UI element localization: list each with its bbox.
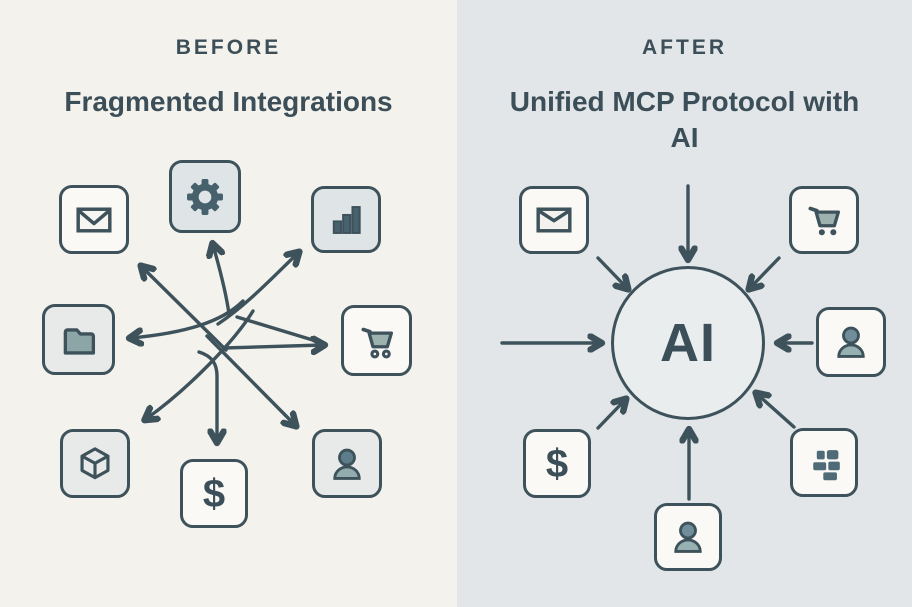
ai-label: AI xyxy=(660,313,716,373)
user-icon xyxy=(674,521,702,553)
shopping-cart-icon xyxy=(808,206,841,236)
email-source xyxy=(519,186,589,254)
product-integration xyxy=(60,429,130,498)
analytics-integration xyxy=(311,186,381,253)
dollar-icon: $ xyxy=(202,471,226,516)
shopping-cart-icon xyxy=(360,327,393,358)
before-title: Fragmented Integrations xyxy=(64,86,393,117)
before-header: BEFORE xyxy=(175,36,282,59)
user-source-right xyxy=(816,307,886,377)
envelope-icon xyxy=(536,207,572,233)
blocks-icon xyxy=(813,449,840,480)
ai-hub: AI xyxy=(611,266,765,420)
after-panel: AFTER Unified MCP Protocol with AI AI xyxy=(457,0,912,607)
after-title: Unified MCP Protocol with AI xyxy=(509,86,860,154)
shopping-source xyxy=(789,186,859,254)
before-panel: BEFORE Fragmented Integrations xyxy=(42,36,412,528)
folder-icon xyxy=(63,327,95,355)
gear-icon xyxy=(187,178,223,215)
user-icon xyxy=(333,448,361,480)
users-integration xyxy=(312,429,382,498)
email-integration xyxy=(59,185,129,254)
user-source-bottom xyxy=(654,503,722,571)
after-header: AFTER xyxy=(642,36,727,59)
files-integration xyxy=(42,304,115,375)
envelope-icon xyxy=(76,206,112,233)
payments-integration: $ xyxy=(180,459,248,528)
cube-icon xyxy=(80,446,110,479)
dollar-icon: $ xyxy=(545,441,569,486)
data-blocks-source xyxy=(790,428,858,497)
settings-integration xyxy=(169,160,241,233)
payments-source: $ xyxy=(523,429,591,498)
user-icon xyxy=(837,326,865,358)
shopping-integration xyxy=(341,305,412,376)
bar-chart-icon xyxy=(332,205,361,234)
